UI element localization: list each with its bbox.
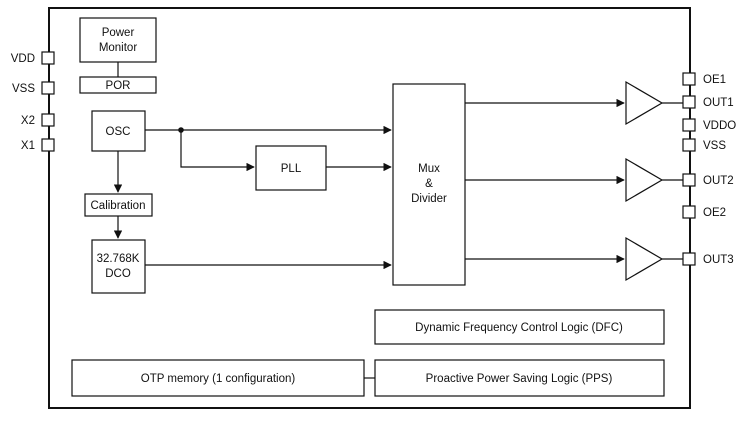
pin-out2-box — [682, 173, 696, 187]
power-monitor-block — [79, 17, 157, 63]
pin-x1-box — [41, 138, 55, 152]
pps-label: Proactive Power Saving Logic (PPS) — [426, 373, 613, 385]
pin-vddo-box — [682, 118, 696, 132]
pin-oe1-label: OE1 — [703, 74, 726, 86]
power-monitor-label-line2: Monitor — [99, 42, 138, 54]
pin-vss-right-box — [682, 138, 696, 152]
pin-vss-box — [41, 81, 55, 95]
pin-vdd-label: VDD — [11, 53, 35, 65]
output-buffer-3 — [625, 236, 664, 282]
power-monitor-label-line1: Power — [102, 27, 135, 39]
osc-label: OSC — [106, 126, 131, 138]
pin-oe2-label: OE2 — [703, 207, 726, 219]
otp-label: OTP memory (1 configuration) — [141, 373, 296, 385]
mux-label-line2: & — [425, 178, 433, 190]
pin-out1-label: OUT1 — [703, 97, 734, 109]
dfc-label: Dynamic Frequency Control Logic (DFC) — [415, 322, 623, 334]
output-buffer-1 — [625, 80, 664, 126]
pin-vdd-box — [41, 51, 55, 65]
osc-block — [91, 110, 146, 152]
pin-out1-box — [682, 95, 696, 109]
wire-osc-pll — [180, 130, 255, 172]
calibration-label: Calibration — [91, 200, 146, 212]
por-label: POR — [106, 80, 131, 92]
output-buffer-2 — [625, 157, 664, 203]
left-pins: VDD VSS X2 X1 — [11, 51, 55, 152]
mux-divider-block — [392, 83, 466, 286]
pin-out3-box — [682, 252, 696, 266]
dco-block — [91, 239, 146, 294]
pin-vddo-label: VDDO — [703, 120, 736, 132]
pps-block — [374, 359, 665, 397]
pll-block — [255, 145, 327, 191]
pin-oe1-box — [682, 72, 696, 86]
pin-oe2-box — [682, 205, 696, 219]
pin-x2-box — [41, 113, 55, 127]
pin-vss-label: VSS — [12, 83, 35, 95]
pin-out3-label: OUT3 — [703, 254, 734, 266]
pll-label: PLL — [281, 163, 302, 175]
dfc-block — [374, 309, 665, 345]
dco-label-line2: DCO — [105, 268, 131, 280]
pin-out2-label: OUT2 — [703, 175, 734, 187]
por-block — [79, 76, 157, 94]
dco-label-line1: 32.768K — [97, 253, 140, 265]
pin-x1-label: X1 — [21, 140, 35, 152]
right-pins: OE1 OUT1 VDDO VSS OUT2 OE2 OUT3 — [682, 72, 736, 266]
pin-x2-label: X2 — [21, 115, 35, 127]
mux-label-line1: Mux — [418, 163, 440, 175]
mux-label-line3: Divider — [411, 193, 447, 205]
pin-vss-right-label: VSS — [703, 140, 726, 152]
